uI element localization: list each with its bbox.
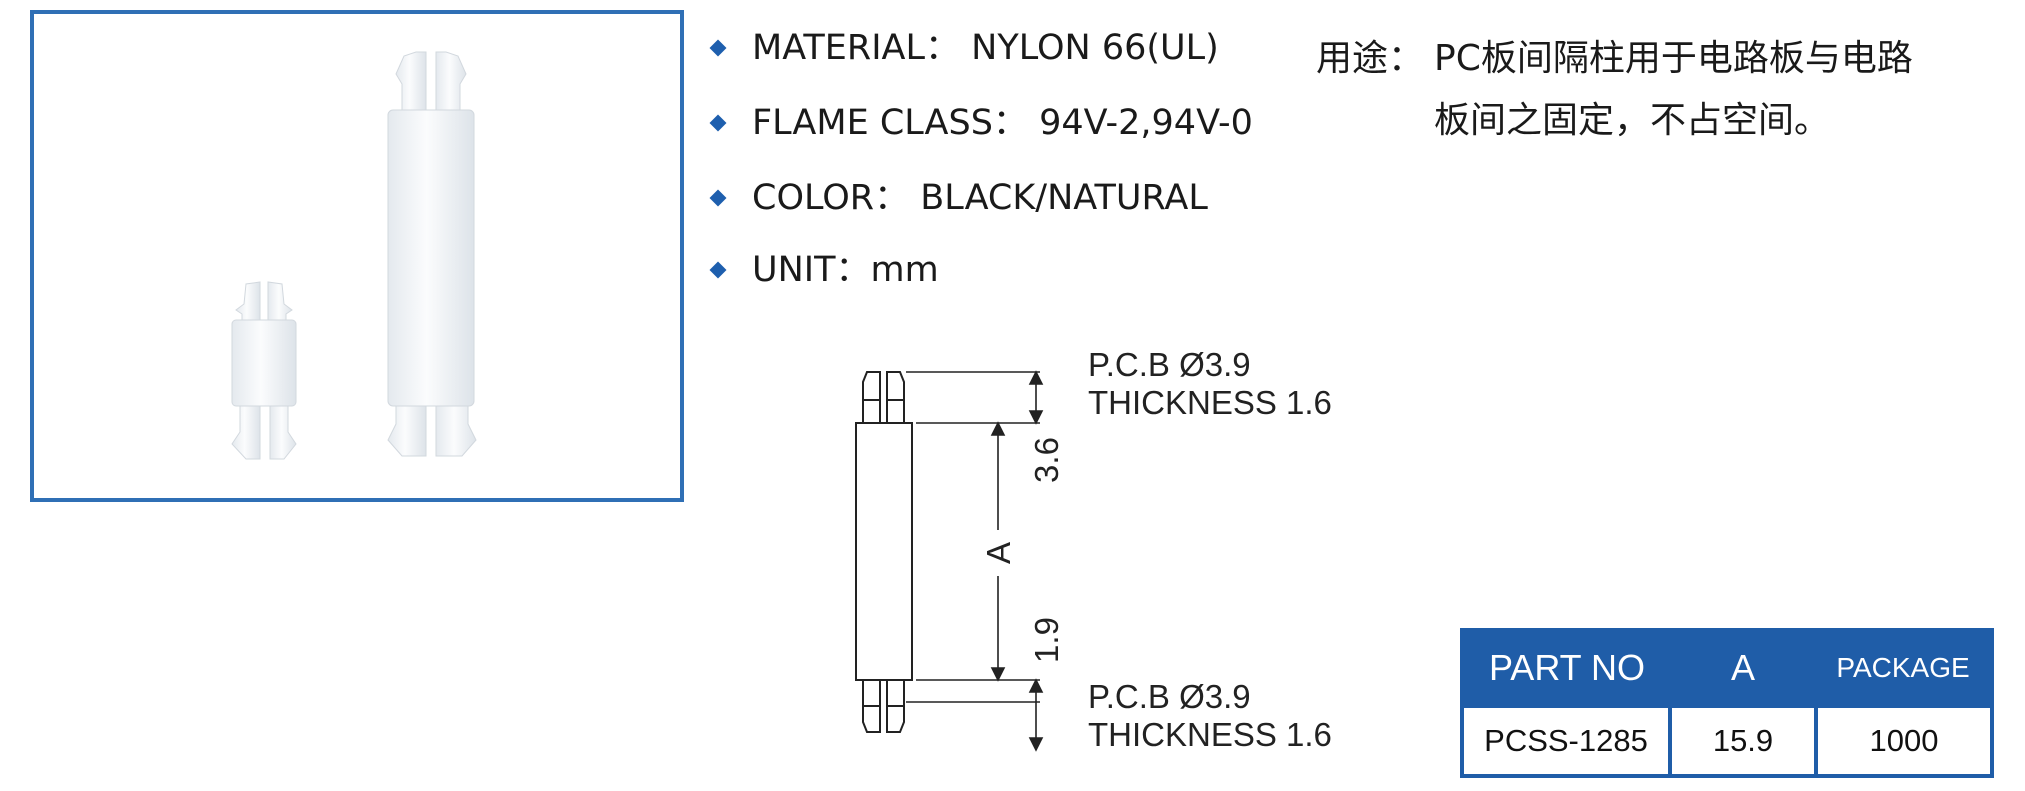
spec-label: MATERIAL： xyxy=(752,28,961,68)
spec-value: 94V-2,94V-0 xyxy=(1039,103,1253,143)
spec-value: mm xyxy=(870,250,939,290)
technical-drawing: 3.6 A 1.9 P.C.B Ø3.9 THICKNESS 1.6 P.C.B… xyxy=(855,350,1332,753)
dimension-top-label: 3.6 xyxy=(1028,437,1065,483)
product-photo-frame xyxy=(30,10,684,502)
cell-package: 1000 xyxy=(1814,704,1994,778)
spec-value: BLACK/NATURAL xyxy=(920,178,1208,218)
diamond-bullet-icon xyxy=(709,114,727,132)
long-spacer-image xyxy=(387,51,477,457)
part-table: PART NO A PACKAGE PCSS-1285 15.9 1000 xyxy=(1460,628,1994,778)
diamond-bullet-icon xyxy=(709,189,727,207)
header-package: PACKAGE xyxy=(1816,630,1992,706)
top-thickness-note: THICKNESS 1.6 xyxy=(1088,384,1332,421)
spacer-outline xyxy=(855,371,913,733)
diamond-bullet-icon xyxy=(709,39,727,57)
spec-label: COLOR： xyxy=(752,178,910,218)
bottom-pcb-note: P.C.B Ø3.9 xyxy=(1088,678,1251,715)
usage-label: 用途： xyxy=(1316,38,1425,79)
table-row: PCSS-1285 15.9 1000 xyxy=(1460,704,1994,778)
header-a: A xyxy=(1670,630,1816,706)
spec-label: FLAME CLASS： xyxy=(752,103,1028,143)
top-pcb-note: P.C.B Ø3.9 xyxy=(1088,350,1251,383)
table-header-row: PART NO A PACKAGE xyxy=(1462,630,1992,706)
bottom-thickness-note: THICKNESS 1.6 xyxy=(1088,716,1332,753)
spec-value: NYLON 66(UL) xyxy=(971,28,1219,68)
cell-part-no: PCSS-1285 xyxy=(1460,704,1672,778)
cell-a: 15.9 xyxy=(1668,704,1818,778)
product-photo xyxy=(231,51,477,460)
header-part-no: PART NO xyxy=(1462,630,1670,706)
dimension-bottom-label: 1.9 xyxy=(1028,617,1065,663)
dimension-body-label: A xyxy=(980,542,1017,564)
short-spacer-image xyxy=(231,281,297,460)
usage-text: PC板间隔柱用于电路板与电路板间之固定，不占空间。 xyxy=(1434,38,1913,141)
diamond-bullet-icon xyxy=(709,261,727,279)
dimension-lines xyxy=(906,370,1044,752)
spec-label: UNIT： xyxy=(752,250,871,290)
